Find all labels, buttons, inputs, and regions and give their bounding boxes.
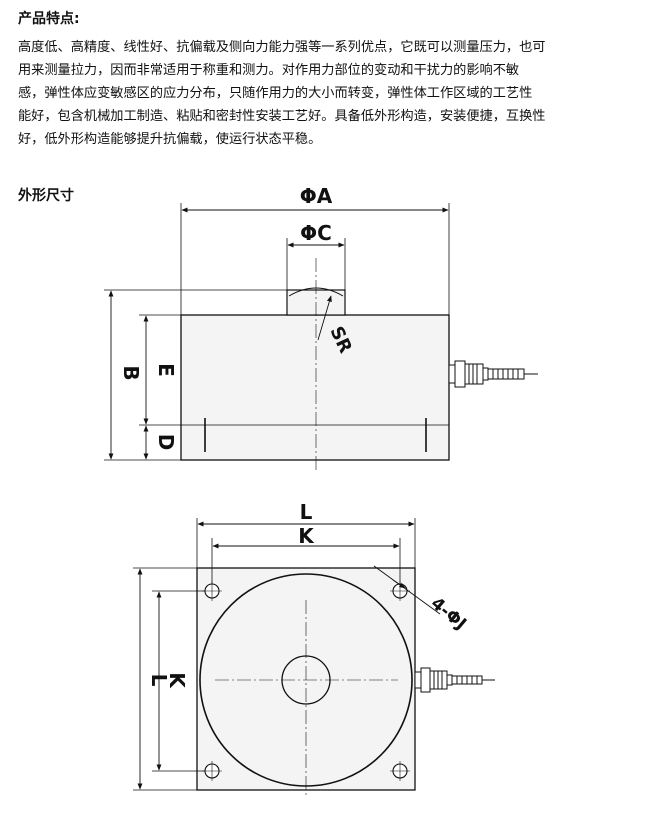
label-l-side: L: [147, 674, 171, 687]
dim-sr: [317, 295, 332, 341]
label-holes: 4-ΦJ: [427, 594, 470, 635]
paragraph-line: 高度低、高精度、线性好、抗偏载及侧向力能力强等一系列优点，它既可以测量压力，也可: [18, 40, 546, 55]
label-d: D: [154, 434, 178, 451]
paragraph-line: 好，低外形构造能够提升抗偏载，使运行状态平稳。: [18, 132, 322, 147]
paragraph-line: 感，弹性体应变敏感区的应力分布，只随作用力的大小而转变，弹性体工作区域的工艺性: [18, 86, 533, 101]
paragraph-line: 用来测量拉力，因而非常适用于称重和测力。对作用力部位的变动和干扰力的影响不敏: [18, 63, 520, 78]
paragraph-line: 能好，包含机械加工制造、粘贴和密封性安装工艺好。具备低外形构造，安装便捷，互换性: [18, 109, 546, 124]
top-view: [133, 518, 495, 798]
cable-gland: [448, 360, 538, 388]
cell-body: [180, 314, 450, 461]
label-l-top: L: [300, 500, 313, 524]
cable-gland-top: [414, 667, 495, 693]
label-k-side: K: [165, 672, 189, 689]
dim-holes-leader: [392, 579, 406, 589]
side-view: [104, 203, 538, 472]
label-b: B: [119, 365, 143, 380]
label-e: E: [154, 363, 178, 377]
section-title-features: 产品特点:: [18, 11, 80, 27]
label-phi-a: ΦA: [300, 184, 333, 208]
section-title-dimensions: 外形尺寸: [18, 188, 74, 204]
features-paragraph: 高度低、高精度、线性好、抗偏载及侧向力能力强等一系列优点，它既可以测量压力，也可…: [18, 36, 638, 151]
label-phi-c: ΦC: [300, 221, 332, 245]
label-k-top: K: [298, 524, 315, 548]
